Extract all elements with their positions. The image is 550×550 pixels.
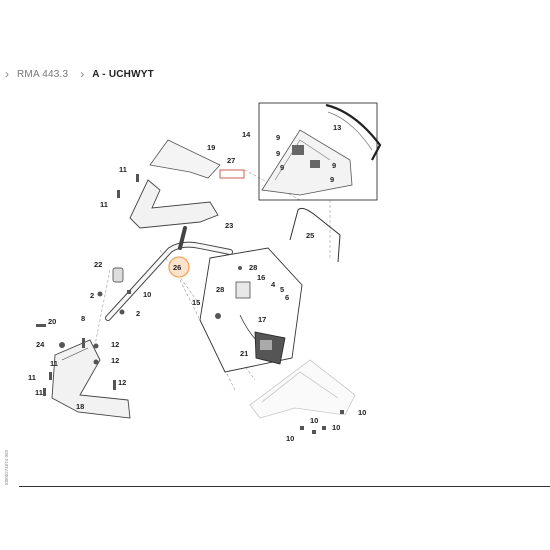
callout-label: 9 — [330, 175, 334, 184]
callout-label: 24 — [36, 340, 45, 349]
callout-label: 9 — [276, 133, 280, 142]
housing-ghost — [249, 359, 356, 419]
callout-label: 21 — [240, 349, 248, 358]
callout-label: 18 — [76, 402, 84, 411]
callout-label: 9 — [332, 161, 336, 170]
callout-labels: 2 2 4 5 6 8 9 9 9 9 9 10 10 10 10 10 11 … — [28, 123, 366, 443]
part-18 — [51, 339, 131, 419]
callout-label: 25 — [306, 231, 314, 240]
callout-label: 6 — [285, 293, 289, 302]
breadcrumb: › RMA 443.3 › A - UCHWYT — [5, 64, 166, 84]
callout-label: 28 — [249, 263, 257, 272]
callout-label: 15 — [192, 298, 200, 307]
callout-label: 5 — [280, 285, 284, 294]
callout-label: 12 — [111, 340, 119, 349]
callout-label: 10 — [332, 423, 340, 432]
inset-box-14 — [258, 102, 382, 201]
callout-label: 28 — [216, 285, 224, 294]
breadcrumb-model[interactable]: RMA 443.3 — [17, 68, 69, 80]
callout-label: 26 — [173, 263, 181, 272]
callout-label: 10 — [143, 290, 151, 299]
callout-label: 23 — [225, 221, 233, 230]
highlight-callout-26 — [168, 256, 190, 278]
part-23 — [129, 179, 219, 229]
callout-label: 9 — [276, 149, 280, 158]
callout-label: 11 — [119, 165, 127, 174]
callout-label: 19 — [207, 143, 215, 152]
breadcrumb-section: A - UCHWYT — [92, 68, 154, 80]
callout-label: 12 — [111, 356, 119, 365]
callout-label: 10 — [310, 416, 318, 425]
callout-label: 16 — [257, 273, 265, 282]
callout-label: 2 — [136, 309, 140, 318]
callout-label: 12 — [118, 378, 126, 387]
part-25 — [289, 207, 341, 263]
callout-label: 13 — [333, 123, 341, 132]
callout-label: 14 — [242, 130, 251, 139]
callout-label: 8 — [81, 314, 85, 323]
callout-label: 11 — [100, 200, 108, 209]
callout-label: 11 — [28, 373, 36, 382]
drawing-reference-code: I0000274074 003 — [4, 450, 9, 486]
callout-label: 11 — [35, 388, 43, 397]
callout-label: 20 — [48, 317, 56, 326]
part-27 — [219, 169, 245, 179]
inset-box-center — [199, 247, 303, 373]
chevron-right-icon: › — [5, 67, 9, 81]
part-22 — [112, 267, 124, 283]
bottom-divider — [19, 486, 550, 487]
callout-label: 22 — [94, 260, 102, 269]
part-19 — [149, 139, 221, 179]
callout-label: 10 — [358, 408, 366, 417]
callout-label: 11 — [50, 359, 58, 368]
callout-label: 4 — [271, 280, 276, 289]
callout-label: 17 — [258, 315, 266, 324]
chevron-right-icon: › — [80, 67, 85, 81]
callout-label: 10 — [286, 434, 294, 443]
callout-label: 27 — [227, 156, 235, 165]
callout-label: 9 — [280, 163, 284, 172]
callout-label: 2 — [90, 291, 94, 300]
